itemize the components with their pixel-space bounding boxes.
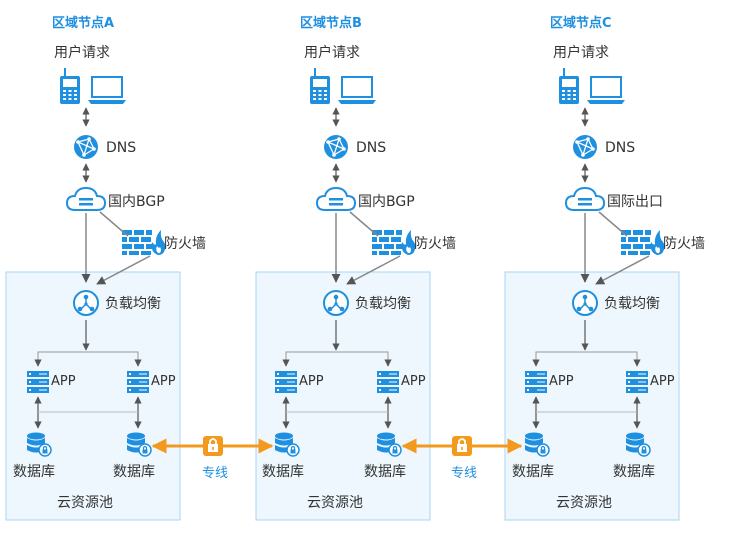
line-gateway-firewall-b (349, 211, 379, 237)
connector-apps-a (37, 351, 139, 365)
laptop-icon (87, 76, 127, 105)
app-label: APP (299, 374, 324, 389)
region-title-c: 区域节点C (550, 16, 612, 31)
app-label: APP (401, 374, 426, 389)
firewall-label: 防火墙 (663, 236, 705, 252)
gateway-label: 国内BGP (108, 194, 165, 210)
app-label: APP (151, 374, 176, 389)
database-label: 数据库 (113, 464, 155, 480)
cloud-pool-label: 云资源池 (556, 495, 612, 511)
phone-icon (310, 68, 330, 104)
region-a (5, 68, 181, 521)
database-label: 数据库 (262, 464, 304, 480)
firewall-icon (372, 230, 416, 255)
dns-label: DNS (356, 140, 387, 156)
dedicated-line-ab (151, 435, 274, 457)
region-title-a: 区域节点A (52, 16, 115, 31)
cloud-icon (66, 187, 106, 211)
database-label: 数据库 (13, 464, 55, 480)
line-gateway-firewall-a (99, 211, 129, 237)
app-label: APP (51, 374, 76, 389)
database-label: 数据库 (613, 464, 655, 480)
phone-icon (559, 68, 579, 104)
arrow-firewall-lb-c (595, 255, 650, 285)
user-request-label: 用户请求 (54, 45, 110, 61)
dns-label: DNS (605, 140, 636, 156)
dns-label: DNS (106, 140, 137, 156)
dedicated-line-label: 专线 (202, 466, 229, 481)
firewall-label: 防火墙 (164, 236, 206, 252)
lock-icon (451, 435, 473, 457)
region-b (255, 68, 431, 521)
firewall-icon (122, 230, 166, 255)
cloud-icon (316, 187, 356, 211)
app-label: APP (549, 374, 574, 389)
load-balancer-icon (323, 290, 349, 316)
firewall-icon (621, 230, 665, 255)
globe-icon (73, 134, 99, 160)
globe-icon (572, 134, 598, 160)
line-gateway-firewall-c (598, 211, 628, 237)
gateway-label: 国际出口 (607, 194, 663, 210)
arrow-firewall-lb-a (96, 255, 151, 285)
user-request-label: 用户请求 (304, 45, 360, 61)
user-request-label: 用户请求 (553, 45, 609, 61)
cloud-pool-label: 云资源池 (57, 495, 113, 511)
region-c (504, 68, 680, 521)
server-icon (525, 371, 547, 393)
load-balancer-icon (572, 290, 598, 316)
server-icon (127, 371, 149, 393)
cloud-pool-label: 云资源池 (307, 495, 363, 511)
database-label: 数据库 (512, 464, 554, 480)
phone-icon (60, 68, 80, 104)
dedicated-line-label: 专线 (451, 466, 478, 481)
laptop-icon (337, 76, 377, 105)
cloud-icon (565, 187, 605, 211)
server-icon (275, 371, 297, 393)
lock-icon (202, 435, 224, 457)
app-label: APP (650, 374, 675, 389)
load-balancer-label: 负载均衡 (105, 296, 161, 312)
database-label: 数据库 (364, 464, 406, 480)
gateway-label: 国内BGP (358, 194, 415, 210)
globe-icon (323, 134, 349, 160)
server-icon (27, 371, 49, 393)
server-icon (626, 371, 648, 393)
connector-apps-c (535, 351, 638, 365)
firewall-label: 防火墙 (414, 236, 456, 252)
region-title-b: 区域节点B (300, 16, 362, 31)
dedicated-line-bc (401, 435, 523, 457)
load-balancer-label: 负载均衡 (355, 296, 411, 312)
load-balancer-label: 负载均衡 (604, 296, 660, 312)
connector-apps-b (285, 351, 389, 365)
server-icon (377, 371, 399, 393)
arrow-firewall-lb-b (346, 255, 401, 285)
load-balancer-icon (73, 290, 99, 316)
laptop-icon (586, 76, 626, 105)
